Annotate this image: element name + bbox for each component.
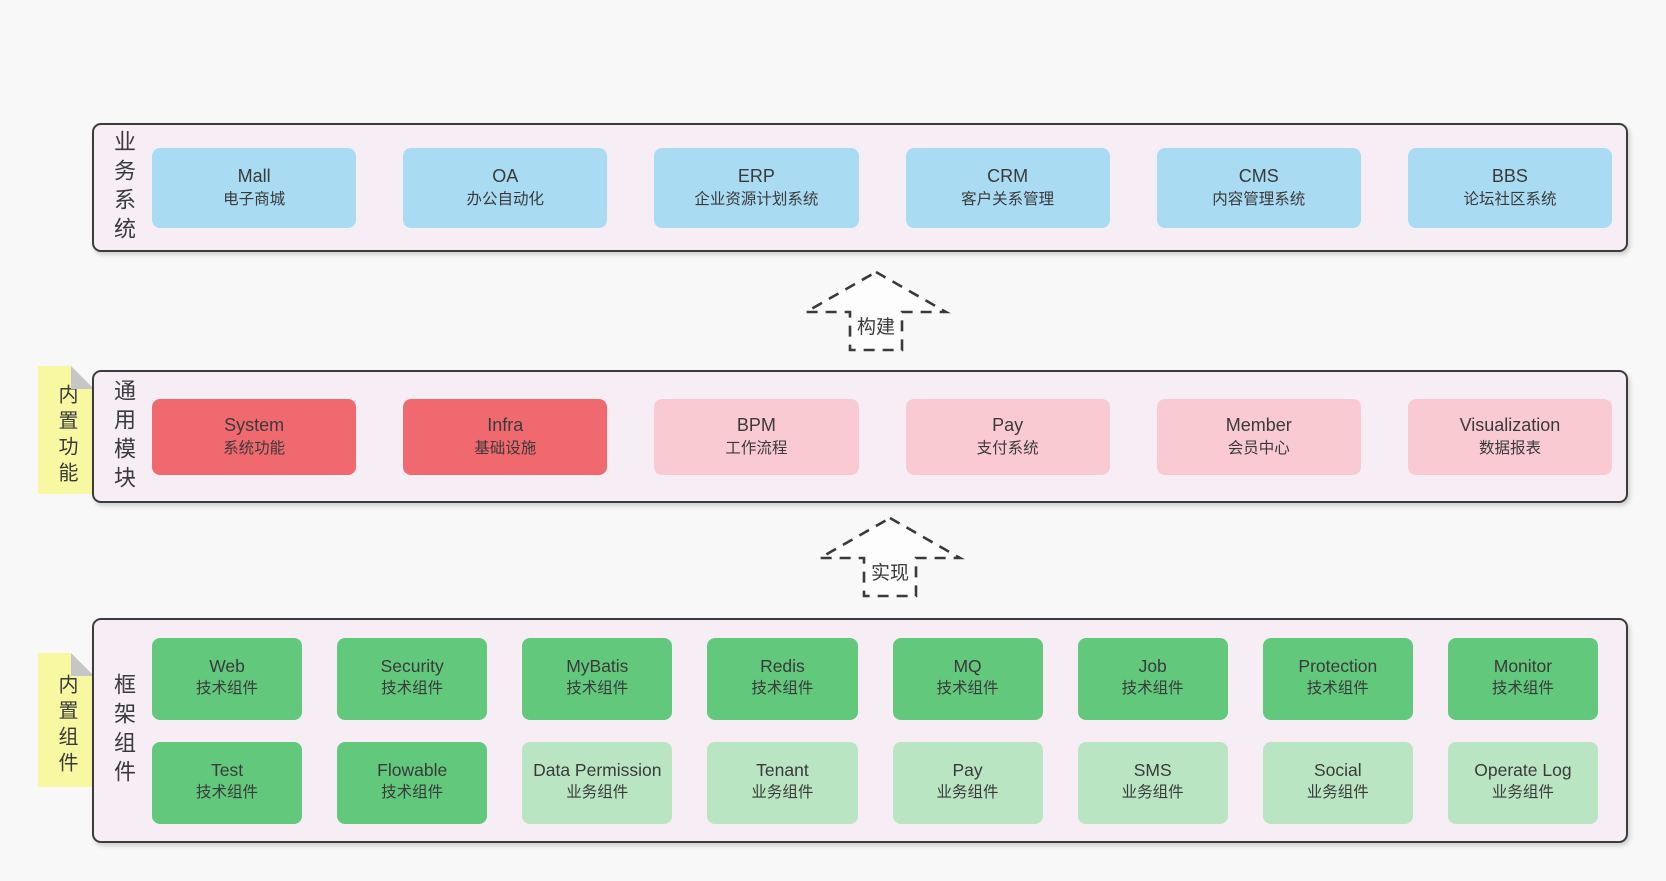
components-box-rows: Web 技术组件 Security 技术组件 MyBatis 技术组件 Redi… xyxy=(152,620,1626,841)
box-pay-biz: Pay 业务组件 xyxy=(892,741,1043,824)
box-cms: CMS 内容管理系统 xyxy=(1156,147,1361,228)
box-social: Social 业务组件 xyxy=(1262,741,1413,824)
box-system: System 系统功能 xyxy=(152,398,357,475)
implement-arrow-label: 实现 xyxy=(867,558,913,585)
build-arrow: 构建 xyxy=(801,270,951,352)
box-test: Test 技术组件 xyxy=(152,741,303,824)
panel-framework-components: 框架组件 Web 技术组件 Security 技术组件 MyBatis 技术组件… xyxy=(92,618,1628,843)
box-security: Security 技术组件 xyxy=(337,637,488,720)
sticky-built-in-functions: 内置功能 xyxy=(38,366,94,494)
box-mybatis: MyBatis 技术组件 xyxy=(522,637,673,720)
box-flowable: Flowable 技术组件 xyxy=(337,741,488,824)
components-row-2: Test 技术组件 Flowable 技术组件 Data Permission … xyxy=(152,741,1598,824)
box-operate-log: Operate Log 业务组件 xyxy=(1447,741,1598,824)
sticky-built-in-components-label: 内置组件 xyxy=(55,674,77,778)
box-web: Web 技术组件 xyxy=(152,637,303,720)
box-bpm: BPM 工作流程 xyxy=(654,398,859,475)
business-box-row: Mall 电子商城 OA 办公自动化 ERP 企业资源计划系统 CRM 客户关系… xyxy=(152,125,1626,250)
box-infra: Infra 基础设施 xyxy=(403,398,608,475)
box-mq: MQ 技术组件 xyxy=(892,637,1043,720)
box-tenant: Tenant 业务组件 xyxy=(707,741,858,824)
box-data-permission: Data Permission 业务组件 xyxy=(522,741,673,824)
box-sms: SMS 业务组件 xyxy=(1077,741,1228,824)
components-row-1: Web 技术组件 Security 技术组件 MyBatis 技术组件 Redi… xyxy=(152,637,1598,720)
sticky-built-in-functions-label: 内置功能 xyxy=(55,384,77,488)
box-bbs: BBS 论坛社区系统 xyxy=(1407,147,1613,228)
panel-components-label: 框架组件 xyxy=(111,672,136,789)
sticky-fold-corner-icon xyxy=(71,366,94,389)
box-oa: OA 办公自动化 xyxy=(403,147,608,228)
box-member: Member 会员中心 xyxy=(1156,398,1361,475)
panel-business-systems: 业务系统 Mall 电子商城 OA 办公自动化 ERP 企业资源计划系统 CRM… xyxy=(92,123,1628,252)
build-arrow-label: 构建 xyxy=(853,312,899,339)
panel-business-label: 业务系统 xyxy=(111,129,136,246)
panel-common-modules: 通用模块 System 系统功能 Infra 基础设施 BPM 工作流程 Pay… xyxy=(92,370,1628,503)
box-crm: CRM 客户关系管理 xyxy=(905,147,1110,228)
dashed-up-arrow-icon xyxy=(815,516,965,598)
box-redis: Redis 技术组件 xyxy=(707,637,858,720)
sticky-fold-corner-icon xyxy=(71,653,94,676)
sticky-built-in-components: 内置组件 xyxy=(38,653,94,787)
box-job: Job 技术组件 xyxy=(1077,637,1228,720)
box-erp: ERP 企业资源计划系统 xyxy=(654,147,859,228)
panel-modules-label: 通用模块 xyxy=(111,378,136,495)
box-monitor: Monitor 技术组件 xyxy=(1447,637,1598,720)
dashed-up-arrow-icon xyxy=(801,270,951,352)
implement-arrow: 实现 xyxy=(815,516,965,598)
box-mall: Mall 电子商城 xyxy=(152,147,357,228)
box-pay-system: Pay 支付系统 xyxy=(905,398,1110,475)
modules-box-row: System 系统功能 Infra 基础设施 BPM 工作流程 Pay 支付系统… xyxy=(152,372,1626,501)
box-protection: Protection 技术组件 xyxy=(1262,637,1413,720)
box-visualization: Visualization 数据报表 xyxy=(1407,398,1613,475)
